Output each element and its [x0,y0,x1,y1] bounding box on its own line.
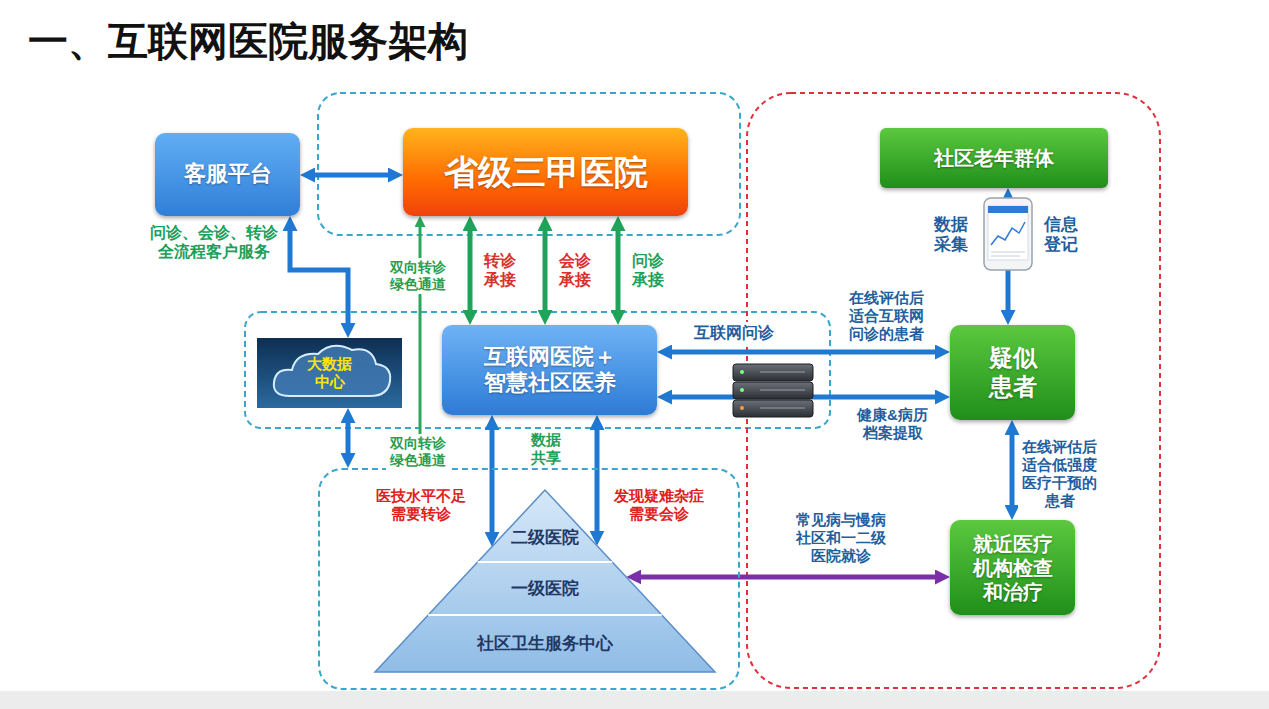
server-unit [733,400,813,417]
connector-arrow [490,425,495,537]
level-name: 社区卫生服务中心 [475,634,615,654]
connector-arrow [636,575,940,580]
service-note: 问诊、会诊、转诊 全流程客户服务 [146,222,282,262]
server-light [740,370,744,374]
server-unit [733,364,813,381]
edge-label: 发现疑难杂症 需要会诊 [610,486,708,524]
cloud-ground [257,338,402,408]
edge-label: 双向转诊 绿色通道 [386,258,450,294]
server-slot [760,372,805,373]
edge-label: 健康&病历 档案提取 [853,405,932,443]
patient-box: 疑似 患者 [950,325,1075,420]
connector-arrow [310,173,393,178]
bottom-bar [0,691,1269,709]
connector-arrow [468,226,473,315]
treatment-box: 就近医疗 机构检查 和治疗 [950,520,1075,615]
node-label: 就近医疗 机构检查 和治疗 [971,532,1055,604]
connector-arrow [595,425,600,536]
platform-box: 互联网医院＋ 智慧社区医养 [442,325,657,415]
edge-label: 互联网问诊 [690,322,778,343]
connector-arrow [346,418,351,458]
cloud-shape [274,346,390,396]
server-light [740,388,744,392]
data-sharing-note: 数据 共享 [527,430,565,468]
channel-note: 双向转诊 绿色通道 [386,434,450,470]
node-label: 互联网医院＋ 智慧社区医养 [482,344,618,397]
phone-row [991,256,1020,257]
edge-label: 转诊 承接 [480,250,520,290]
bigdata-box: 大数据 中心 [257,338,402,408]
phone-body [984,198,1032,270]
connector-arrow [290,226,348,328]
phone-note: 信息 登记 [1040,214,1082,257]
service-box: 客服平台 [155,133,300,216]
phone-note: 数据 采集 [930,214,972,257]
phone-row [991,252,1025,253]
phone-header [988,206,1028,213]
server-slot [760,408,805,409]
server-picture [733,364,813,417]
group-box: 社区老年群体 [880,128,1108,188]
pyramid-divider [428,614,662,616]
assessment-note: 在线评估后 适合互联网 问诊的患者 [845,288,928,344]
node-label: 大数据 中心 [305,355,354,391]
connector-arrow [543,226,548,315]
phone-screen [988,206,1028,260]
connector-arrow [1010,430,1015,510]
edge-label: 医技水平不足 需要转诊 [372,486,470,524]
cloud-picture [257,338,402,408]
pyramid-divider [478,561,613,563]
connector-arrow [667,350,940,355]
dashed-region [245,312,830,428]
server-light [740,406,744,410]
edge-label: 常见病与慢病 社区和一二级 医院就诊 [792,510,890,566]
phone-chart [991,222,1025,245]
level-name: 一级医院 [509,579,581,599]
phone-picture [984,198,1032,270]
server-slot [760,390,805,391]
level-name: 二级医院 [509,528,581,548]
node-label: 客服平台 [182,161,274,187]
server-unit [733,382,813,399]
node-label: 疑似 患者 [987,344,1039,402]
node-label: 省级三甲医院 [442,152,650,193]
edge-label: 问诊 承接 [628,250,668,290]
assessment-note: 在线评估后 适合低强度 医疗干预的 患者 [1018,437,1101,511]
diagram-title: 一、互联网医院服务架构 [28,14,468,69]
hospital-box: 省级三甲医院 [403,128,688,216]
edge-label: 会诊 承接 [555,250,595,290]
connector-arrow [616,226,621,315]
dashed-region [318,93,740,235]
node-label: 社区老年群体 [932,146,1056,170]
